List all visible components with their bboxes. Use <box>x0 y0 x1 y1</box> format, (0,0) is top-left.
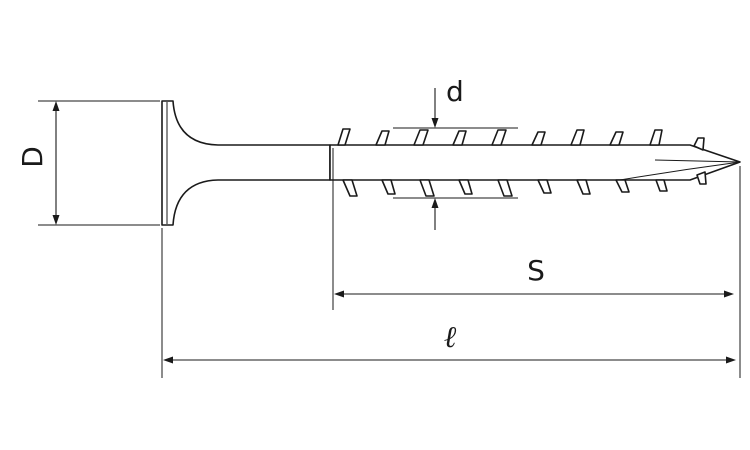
screw-thread <box>329 128 741 197</box>
thread-flights <box>337 128 707 197</box>
dimension-thread-length: S <box>332 148 741 378</box>
screw-head <box>161 100 331 226</box>
dimension-head-diameter: D <box>16 100 160 226</box>
thread-diameter-label: d <box>446 75 464 108</box>
total-length-label: ℓ <box>444 320 457 355</box>
dimension-thread-diameter: d <box>393 75 518 230</box>
dimension-total-length: ℓ <box>161 228 736 378</box>
head-diameter-label: D <box>16 146 49 168</box>
thread-length-label: S <box>527 254 545 287</box>
